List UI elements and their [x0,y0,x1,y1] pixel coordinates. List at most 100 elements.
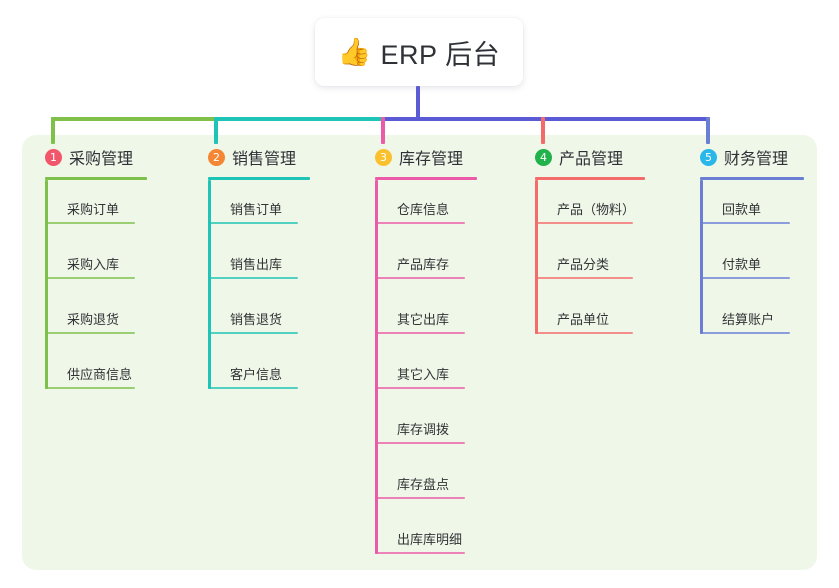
branch-item[interactable]: 回款单 [700,180,804,235]
branch-item-rule [45,277,135,279]
branch-item[interactable]: 其它入库 [375,345,477,400]
branch-item-label: 出库库明细 [397,532,463,547]
branch-column-5: 5 财务管理回款单付款单结算账户 [700,146,804,345]
branch-item-label: 销售订单 [230,202,283,217]
branch-item[interactable]: 仓库信息 [375,180,477,235]
branch-badge-2: 2 [208,148,225,166]
branch-item[interactable]: 销售出库 [208,235,310,290]
branch-item-label: 结算账户 [722,312,775,327]
branch-item[interactable]: 产品分类 [535,235,645,290]
branch-item-rule [375,442,465,444]
branch-spine-3 [375,180,378,554]
branch-item-rule [375,277,465,279]
branch-spine-1 [45,180,48,389]
branch-item-rule [535,277,633,279]
branch-item[interactable]: 其它出库 [375,290,477,345]
bus-segment-4 [541,117,710,121]
branch-item[interactable]: 采购入库 [45,235,147,290]
branch-item-rule [208,387,298,389]
root-node[interactable]: 👍 ERP 后台 [315,18,523,86]
branch-item[interactable]: 采购退货 [45,290,147,345]
branch-item[interactable]: 产品单位 [535,290,645,345]
branch-title-5: 财务管理 [724,151,789,168]
branch-item-rule [535,332,633,334]
branch-item[interactable]: 出库库明细 [375,510,477,565]
branch-item-rule [375,497,465,499]
branch-item[interactable]: 结算账户 [700,290,804,345]
branch-item-label: 库存盘点 [397,477,450,492]
branch-header-1[interactable]: 1 采购管理 [45,146,147,168]
branch-item-label: 付款单 [722,257,762,272]
branch-item-rule [375,332,465,334]
branch-rule-4 [535,177,645,180]
branch-header-5[interactable]: 5 财务管理 [700,146,804,168]
branch-item-rule [700,277,790,279]
branch-item[interactable]: 采购订单 [45,180,147,235]
branch-badge-1: 1 [45,148,62,166]
branch-item[interactable]: 库存调拨 [375,400,477,455]
branch-title-1: 采购管理 [69,151,134,168]
branch-item[interactable]: 供应商信息 [45,345,147,400]
branch-item[interactable]: 付款单 [700,235,804,290]
branch-item-label: 销售出库 [230,257,283,272]
branch-item-rule [375,552,465,554]
branch-spine-5 [700,180,703,334]
branch-column-1: 1 采购管理采购订单采购入库采购退货供应商信息 [45,146,147,400]
root-stem [416,86,420,121]
branch-item-rule [208,332,298,334]
branch-item-label: 采购订单 [67,202,120,217]
branch-item[interactable]: 产品库存 [375,235,477,290]
branch-item-label: 回款单 [722,202,762,217]
branch-badge-5: 5 [700,148,717,166]
branch-item[interactable]: 销售退货 [208,290,310,345]
branch-header-2[interactable]: 2 销售管理 [208,146,310,168]
branch-item-rule [208,277,298,279]
branch-drop-4 [541,117,545,144]
branch-header-4[interactable]: 4 产品管理 [535,146,645,168]
branch-item-list-3: 仓库信息产品库存其它出库其它入库库存调拨库存盘点出库库明细 [375,180,477,565]
branch-badge-4: 4 [535,148,552,166]
branch-spine-4 [535,180,538,334]
branch-item[interactable]: 产品（物料） [535,180,645,235]
branch-item-list-2: 销售订单销售出库销售退货客户信息 [208,180,310,400]
branch-drop-5 [706,117,710,144]
branch-header-3[interactable]: 3 库存管理 [375,146,477,168]
branch-item-label: 其它入库 [397,367,450,382]
branch-rule-5 [700,177,804,180]
branch-item-label: 仓库信息 [397,202,450,217]
branch-drop-2 [214,117,218,144]
branch-item-label: 库存调拨 [397,422,450,437]
bus-segment-3 [381,117,545,121]
branch-item-label: 供应商信息 [67,367,133,382]
branch-item-rule [45,332,135,334]
branch-title-3: 库存管理 [399,151,464,168]
branch-rule-1 [45,177,147,180]
branch-drop-3 [381,117,385,144]
branch-item-rule [208,222,298,224]
branch-rule-2 [208,177,310,180]
branch-item-label: 其它出库 [397,312,450,327]
branch-item-list-5: 回款单付款单结算账户 [700,180,804,345]
branch-item-label: 产品（物料） [557,202,636,217]
branch-spine-2 [208,180,211,389]
branch-item[interactable]: 库存盘点 [375,455,477,510]
branch-item-label: 销售退货 [230,312,283,327]
branch-item-rule [375,387,465,389]
branch-item-rule [535,222,633,224]
branch-title-4: 产品管理 [559,151,624,168]
branch-item-rule [45,222,135,224]
branch-item-label: 产品单位 [557,312,610,327]
branch-item-label: 产品库存 [397,257,450,272]
branch-item[interactable]: 销售订单 [208,180,310,235]
branch-title-2: 销售管理 [232,151,297,168]
bus-segment-1 [51,117,218,121]
thumbs-up-icon: 👍 [337,36,372,67]
branch-column-2: 2 销售管理销售订单销售出库销售退货客户信息 [208,146,310,400]
branch-item-rule [45,387,135,389]
branch-badge-3: 3 [375,148,392,166]
branch-item-label: 采购退货 [67,312,120,327]
bus-segment-2 [214,117,385,121]
branch-item-label: 客户信息 [230,367,283,382]
branch-item[interactable]: 客户信息 [208,345,310,400]
branch-drop-1 [51,117,55,144]
